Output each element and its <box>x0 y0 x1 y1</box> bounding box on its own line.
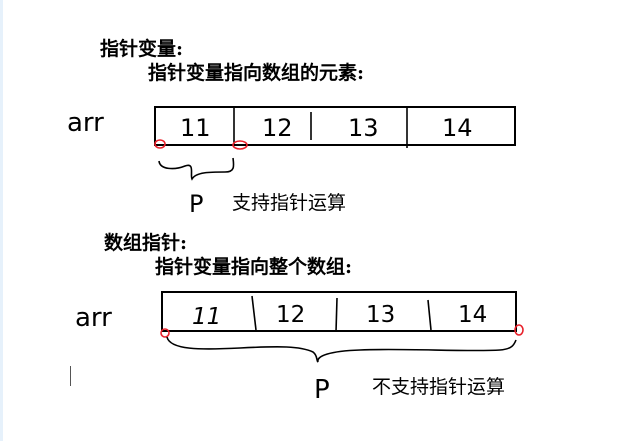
section2-divider-2 <box>335 297 338 333</box>
section2-end-marker <box>514 324 524 336</box>
section1-start-marker <box>154 139 166 149</box>
section1-note: 支持指针运算 <box>232 192 347 214</box>
section1-pointer-label: P <box>189 190 203 218</box>
section1-array: arr 11 12 13 14 P <box>67 106 516 218</box>
window-left-edge <box>0 0 3 441</box>
section1-subheading: 指针变量指向数组的元素: <box>148 62 365 84</box>
section2-array: arr 11 12 13 14 P <box>75 291 524 405</box>
section2-start-marker <box>160 328 170 338</box>
section2-divider-3 <box>427 299 432 331</box>
section2-heading: 数组指针: <box>104 232 188 254</box>
section2-cell-1: 12 <box>276 302 305 328</box>
section1-heading: 指针变量: <box>100 38 184 60</box>
section1-cell-0: 11 <box>180 114 211 142</box>
section2-divider-1 <box>251 295 257 331</box>
section2-cell-2: 13 <box>366 302 395 328</box>
text-cursor <box>70 366 71 386</box>
section2-cell-3: 14 <box>458 302 487 328</box>
section2-pointer-label: P <box>314 375 330 405</box>
section2-subheading: 指针变量指向整个数组: <box>155 256 353 278</box>
section1-array-label: arr <box>67 108 104 138</box>
section1-cell-1: 12 <box>262 114 293 142</box>
section2-brace <box>166 336 517 363</box>
section2-array-box <box>161 291 517 332</box>
section1-cell-3: 14 <box>442 114 473 142</box>
section1-end-marker <box>232 140 248 150</box>
section2-cell-0: 11 <box>192 304 221 330</box>
section1-cell-2: 13 <box>348 114 379 142</box>
section1-brace <box>158 157 235 181</box>
section1-array-box <box>154 106 516 146</box>
section2-array-label: arr <box>75 303 112 333</box>
section2-note: 不支持指针运算 <box>372 376 506 398</box>
